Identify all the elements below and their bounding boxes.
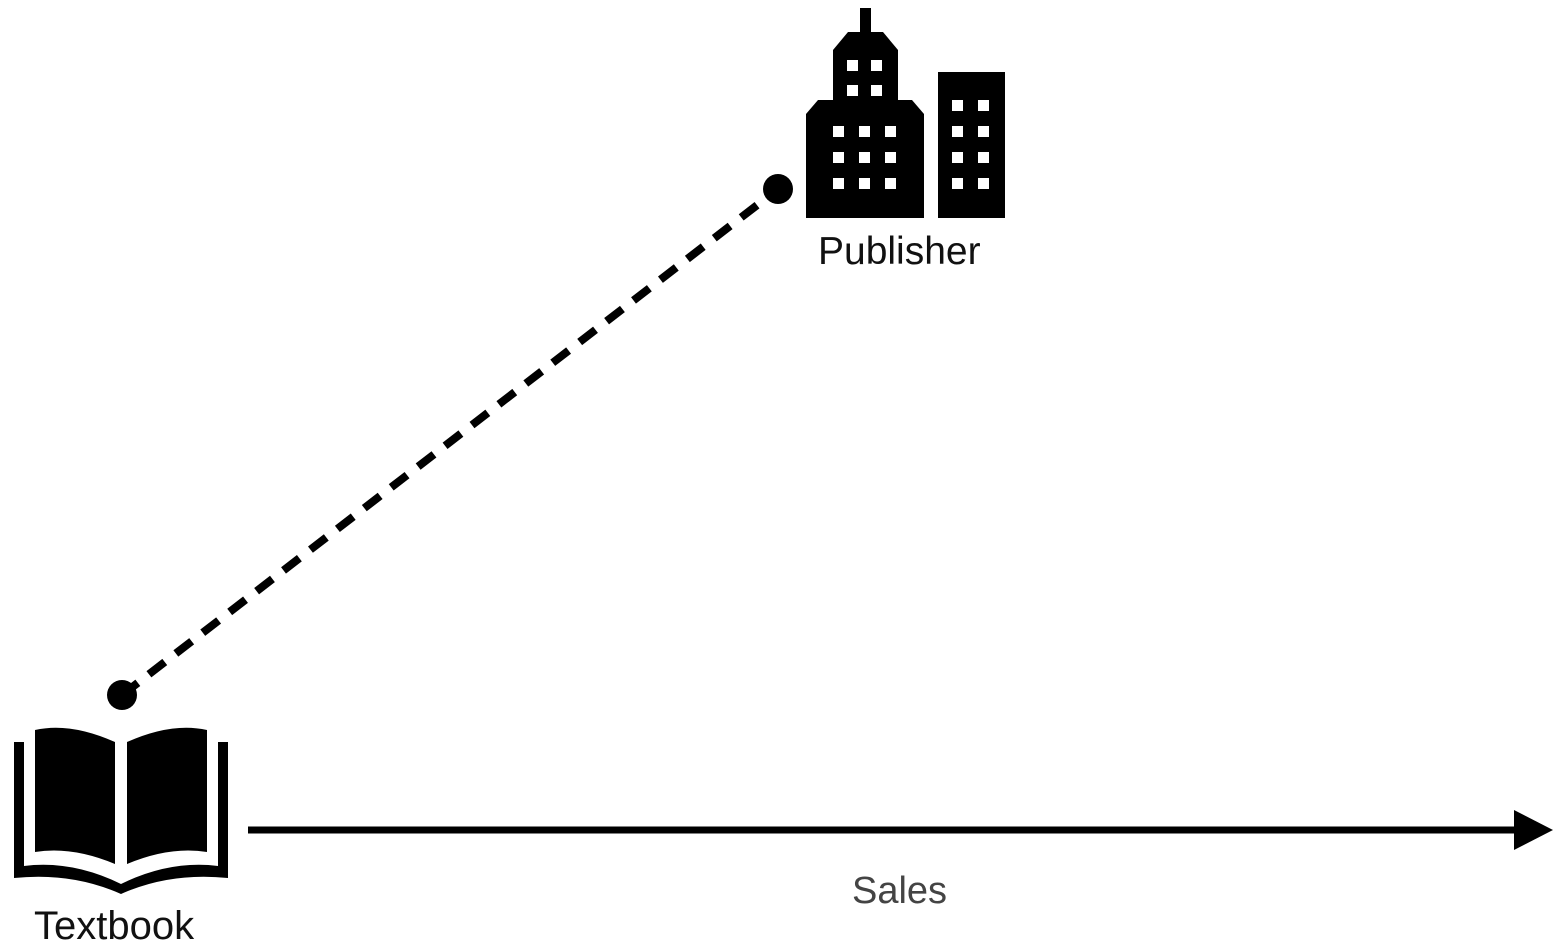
dashed-connector-line: [119, 185, 781, 699]
connector-endpoint-publisher: [763, 174, 793, 204]
sales-arrow: [248, 810, 1553, 850]
textbook-label: Textbook: [34, 904, 195, 948]
office-buildings-icon: [806, 8, 1005, 218]
open-book-icon: [14, 727, 228, 894]
connector-endpoint-textbook: [107, 680, 137, 710]
textbook-publisher-connector: [107, 174, 793, 710]
publisher-label: Publisher: [818, 230, 981, 273]
sales-arrowhead: [1514, 810, 1553, 850]
sales-label: Sales: [852, 870, 948, 912]
